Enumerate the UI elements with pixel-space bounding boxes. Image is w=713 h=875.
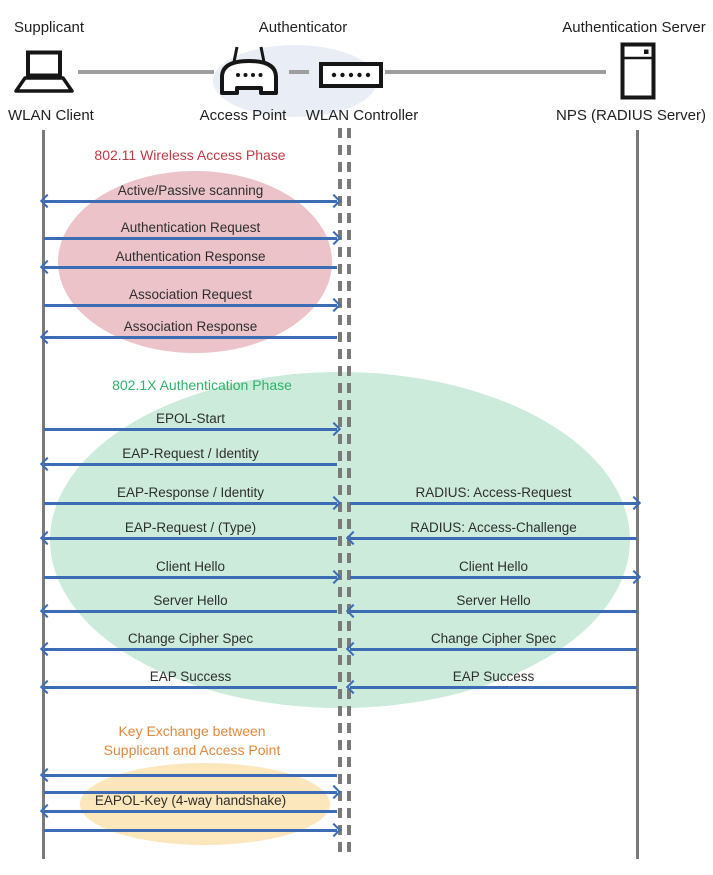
phase1-title: 802.11 Wireless Access Phase (94, 147, 286, 163)
message-arrow (44, 230, 342, 246)
message-arrow (44, 822, 342, 838)
message-arrow (39, 679, 337, 695)
message-label: Server Hello (456, 593, 531, 608)
message-arrow (39, 456, 337, 472)
message-arrow (44, 421, 342, 437)
message-arrow (44, 297, 342, 313)
message-arrow (44, 784, 342, 800)
message-label: EAP-Request / (Type) (124, 520, 257, 535)
message-label: EAP-Request / Identity (122, 446, 259, 461)
controller-box-icon (319, 62, 383, 88)
lifeline-wlan-client (42, 130, 45, 859)
message-label: EAP Success (149, 669, 232, 684)
lifeline-nps (636, 130, 639, 859)
node-label-nps: NPS (RADIUS Server) (555, 107, 707, 124)
message-arrow (345, 641, 637, 657)
message-label: Client Hello (155, 559, 226, 574)
message-label: RADIUS: Access-Request (415, 485, 572, 500)
lifeline-dashed-tunnel-2 (347, 128, 351, 852)
message-label: EAPOL-Key (4-way handshake) (94, 793, 287, 808)
message-arrow (350, 569, 642, 585)
server-tower-icon (620, 42, 656, 100)
phase3-title-line1: Key Exchange between (118, 723, 266, 739)
message-arrow (39, 259, 337, 275)
connector-line-controller-server (385, 70, 606, 74)
message-label: Active/Passive scanning (117, 183, 264, 198)
message-label: EPOL-Start (155, 411, 226, 426)
message-arrow (39, 329, 337, 345)
connector-line-client-ap (78, 70, 214, 74)
role-label-authentication-server: Authentication Server (562, 19, 706, 36)
lifeline-dashed-tunnel-1 (338, 128, 342, 852)
role-label-authenticator: Authenticator (258, 19, 348, 36)
node-label-wlan-controller: WLAN Controller (305, 107, 419, 124)
message-label: Server Hello (153, 593, 228, 608)
role-label-supplicant: Supplicant (14, 19, 85, 36)
message-arrow (39, 193, 342, 209)
message-arrow (44, 569, 342, 585)
message-arrow (345, 679, 637, 695)
message-arrow (345, 603, 637, 619)
message-label: Change Cipher Spec (127, 631, 254, 646)
wireless-router-icon (220, 46, 278, 95)
message-label: Authentication Request (120, 220, 261, 235)
message-label: Association Response (123, 319, 258, 334)
phase3-title-line2: Supplicant and Access Point (103, 742, 281, 758)
node-label-wlan-client: WLAN Client (8, 107, 94, 124)
connector-line-ap-controller (289, 70, 309, 74)
message-arrow (39, 767, 337, 783)
message-arrow (39, 603, 337, 619)
message-label: Association Request (128, 287, 253, 302)
message-arrow (350, 495, 642, 511)
message-label: Change Cipher Spec (430, 631, 557, 646)
message-label: EAP Success (452, 669, 535, 684)
message-label: EAP-Response / Identity (116, 485, 265, 500)
message-arrow (44, 495, 342, 511)
message-arrow (39, 530, 337, 546)
laptop-icon (14, 50, 74, 93)
message-arrow (345, 530, 637, 546)
message-label: Authentication Response (115, 249, 266, 264)
message-arrow (39, 803, 337, 819)
node-label-access-point: Access Point (199, 107, 287, 124)
message-label: RADIUS: Access-Challenge (410, 520, 577, 535)
phase2-title: 802.1X Authentication Phase (112, 377, 292, 393)
message-label: Client Hello (458, 559, 529, 574)
message-arrow (39, 641, 337, 657)
